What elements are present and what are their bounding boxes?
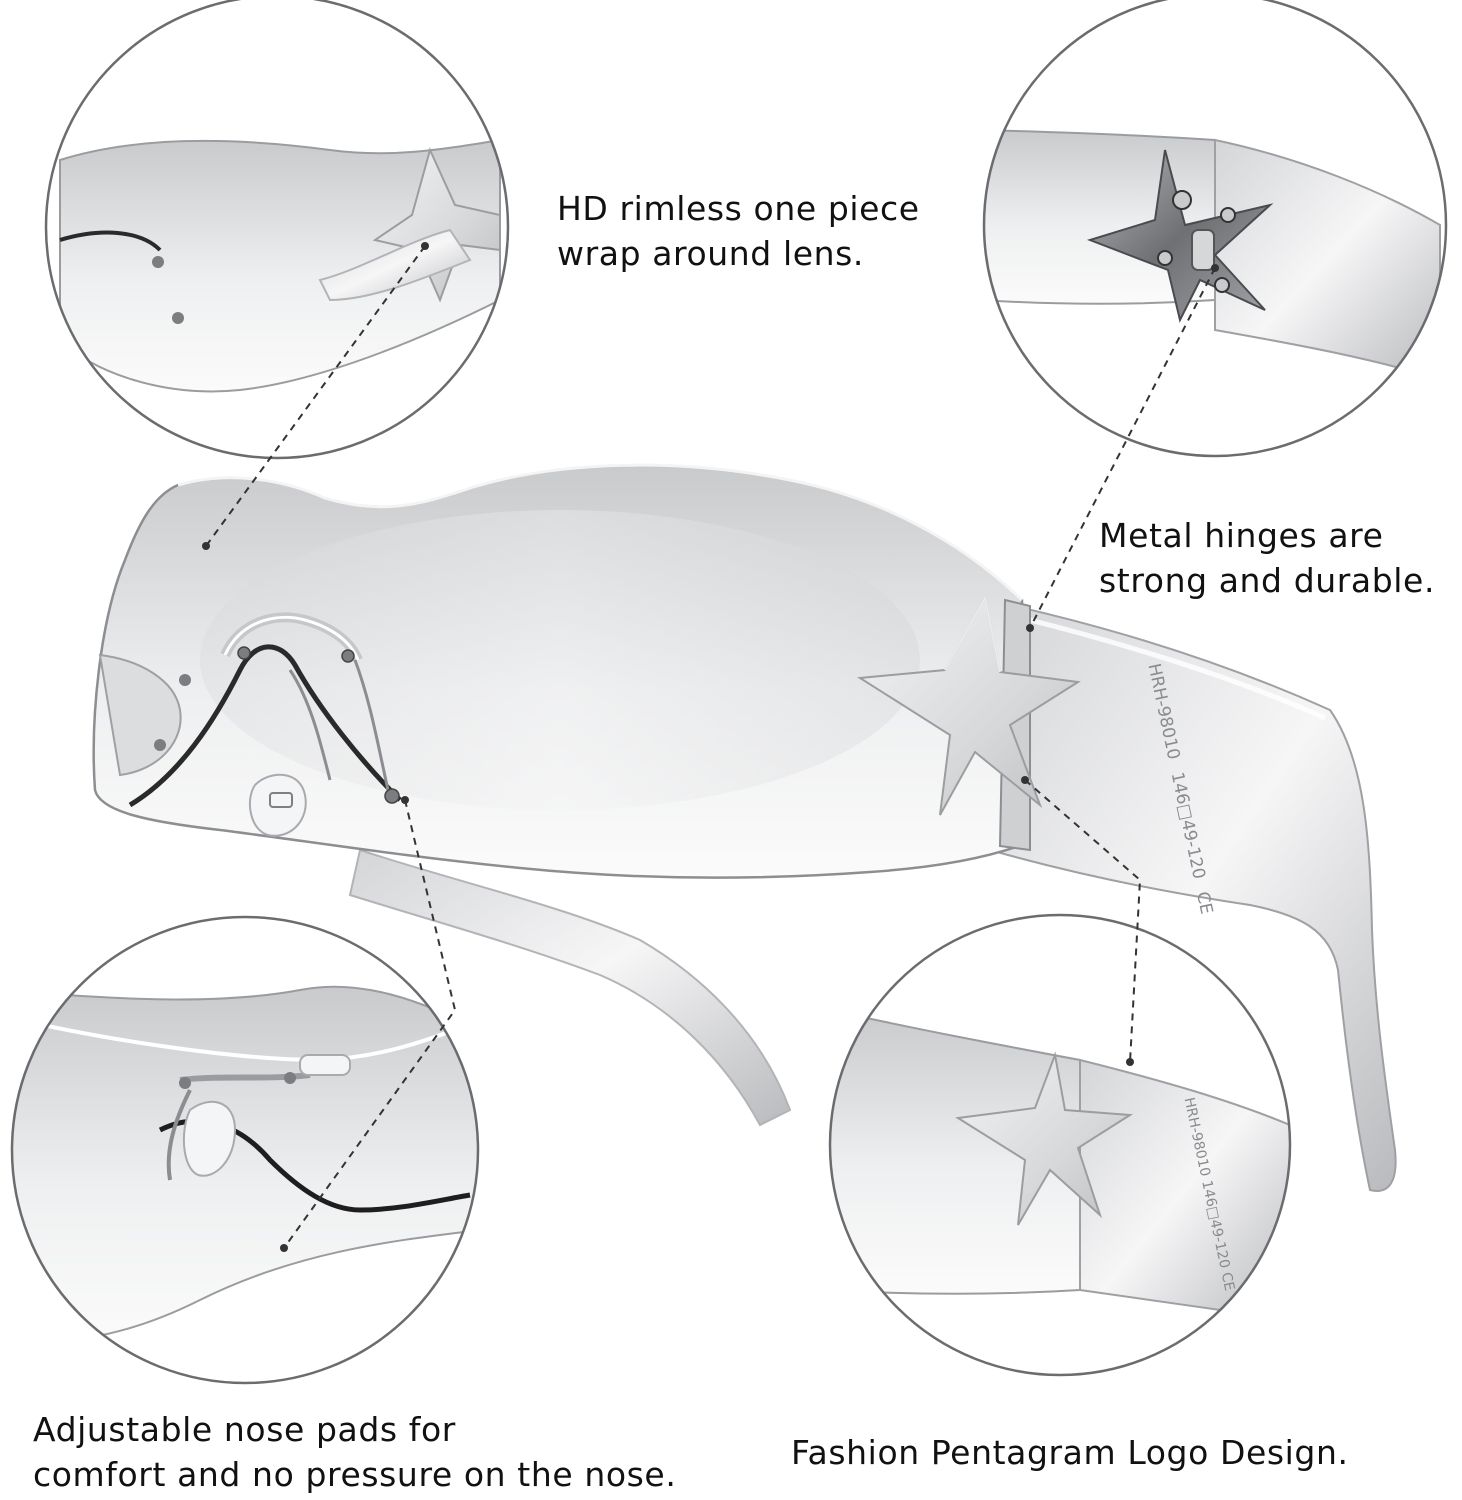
hinge-caption-line-1: Metal hinges are [1099, 516, 1384, 555]
nose-caption-line-1: Adjustable nose pads for [33, 1410, 456, 1449]
zoom-circle-nose-pads [10, 915, 480, 1385]
main-sunglasses: HRH-98010 146□49-120 CE [92, 463, 1397, 1192]
callout-dots [202, 242, 1219, 1252]
logo-feature-caption: Fashion Pentagram Logo Design. [791, 1430, 1349, 1475]
nose-pads-feature-caption: Adjustable nose pads for comfort and no … [33, 1407, 676, 1497]
callout-lines [205, 245, 1216, 1249]
hinge-feature-caption: Metal hinges are strong and durable. [1099, 513, 1435, 603]
zoom-circle-lens [44, 0, 510, 460]
zoom-circle-hinge [982, 0, 1448, 458]
nose-caption-line-2: comfort and no pressure on the nose. [33, 1455, 677, 1494]
zoom-circle-logo: HRH-98010 146□49-120 CE [828, 913, 1292, 1377]
lens-feature-caption: HD rimless one piece wrap around lens. [557, 186, 920, 276]
hinge-caption-line-2: strong and durable. [1099, 561, 1436, 600]
lens-caption-line-2: wrap around lens. [557, 234, 865, 273]
logo-caption-line-1: Fashion Pentagram Logo Design. [791, 1433, 1349, 1472]
lens-caption-line-1: HD rimless one piece [557, 189, 920, 228]
